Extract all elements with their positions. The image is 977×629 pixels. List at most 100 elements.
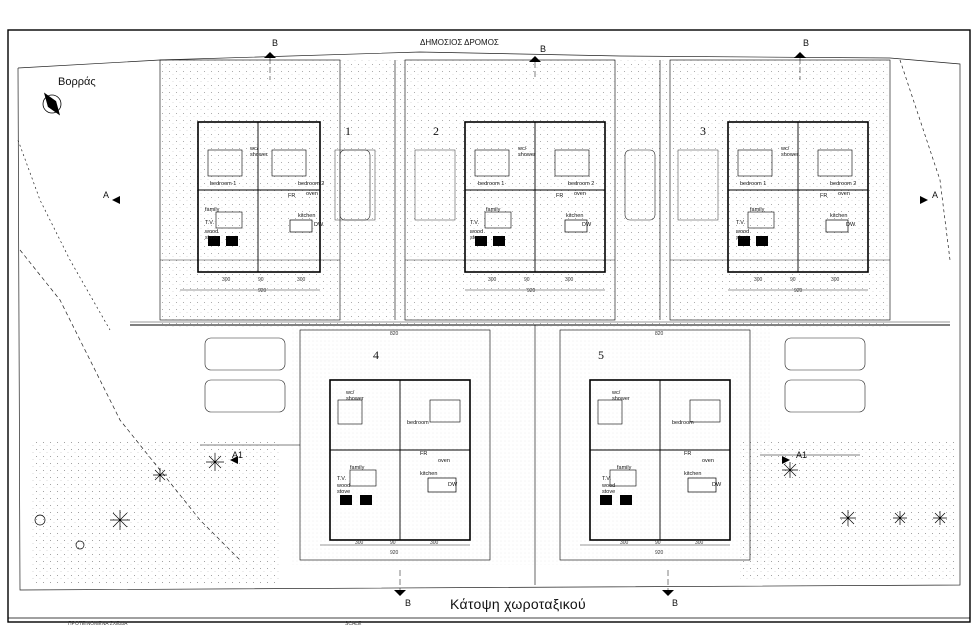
room-label: family bbox=[750, 207, 765, 213]
room-label: wood stove bbox=[736, 229, 750, 241]
drawing-title: Κάτοψη χωροταξικού bbox=[450, 596, 586, 612]
car bbox=[204, 337, 286, 371]
room-label: family bbox=[205, 207, 220, 213]
section-label-a: A bbox=[103, 190, 110, 200]
car bbox=[784, 379, 866, 413]
section-markers bbox=[112, 52, 928, 596]
room-label: DW bbox=[712, 482, 722, 488]
room-label: wc/ shower bbox=[250, 146, 268, 158]
dimension-label: 920 bbox=[794, 288, 803, 294]
room-label: FR bbox=[556, 193, 564, 199]
dimension-label: 300 bbox=[488, 277, 497, 283]
room-label: wc/ shower bbox=[781, 146, 799, 158]
room-label: oven bbox=[702, 458, 714, 464]
dimension-label: 300 bbox=[297, 277, 306, 283]
section-label-b: B bbox=[405, 598, 412, 608]
room-label: FR bbox=[684, 451, 692, 457]
unit-number: 2 bbox=[433, 124, 439, 138]
title-block-text: ΠΡΟΤΕΙΝΟΜΕΝΑ ΣΧΕΔΙΑ bbox=[68, 621, 128, 627]
dimension-label: 920 bbox=[527, 288, 536, 294]
unit-number: 3 bbox=[700, 124, 706, 138]
room-label: bedroom 2 bbox=[568, 181, 595, 187]
dimension-label: 90 bbox=[655, 540, 661, 546]
room-label: wood stove bbox=[470, 229, 484, 241]
car bbox=[784, 337, 866, 371]
unit-4-plan bbox=[299, 329, 491, 561]
room-label: bedroom bbox=[672, 420, 694, 426]
dimension-label: 90 bbox=[390, 540, 396, 546]
room-label: FR bbox=[288, 193, 296, 199]
dimension-label: 300 bbox=[222, 277, 231, 283]
room-label: kitchen bbox=[566, 213, 584, 219]
room-label: T.V. bbox=[205, 220, 214, 226]
unit-number: 1 bbox=[345, 124, 351, 138]
room-label: family bbox=[486, 207, 501, 213]
unit-3-plan bbox=[669, 59, 891, 321]
room-label: oven bbox=[438, 458, 450, 464]
room-label: wood stove bbox=[205, 229, 219, 241]
room-label: DW bbox=[582, 222, 592, 228]
dimension-label: 920 bbox=[258, 288, 267, 294]
room-label: bedroom 2 bbox=[298, 181, 325, 187]
room-label: oven bbox=[838, 191, 850, 197]
room-label: FR bbox=[420, 451, 428, 457]
room-label: family bbox=[617, 465, 632, 471]
dimension-label: 300 bbox=[754, 277, 763, 283]
section-label-b: B bbox=[803, 38, 810, 48]
north-label: Βορράς bbox=[58, 76, 96, 88]
dimension-label: 90 bbox=[258, 277, 264, 283]
room-label: kitchen bbox=[684, 471, 702, 477]
room-label: bedroom 1 bbox=[210, 181, 237, 187]
page-border bbox=[7, 29, 971, 623]
unit-number: 4 bbox=[373, 348, 379, 362]
unit-2-plan bbox=[404, 59, 616, 321]
section-label-a1: A1 bbox=[232, 450, 244, 460]
car bbox=[624, 149, 656, 221]
section-label-b: B bbox=[672, 598, 679, 608]
section-lines bbox=[269, 58, 801, 590]
trees bbox=[34, 453, 947, 550]
room-label: DW bbox=[846, 222, 856, 228]
room-label: oven bbox=[574, 191, 586, 197]
site-lines bbox=[130, 60, 950, 585]
dimension-label: 920 bbox=[655, 550, 664, 556]
room-label: DW bbox=[448, 482, 458, 488]
dimension-label: 300 bbox=[355, 540, 364, 546]
dimension-label: 90 bbox=[524, 277, 530, 283]
room-label: wc/ shower bbox=[346, 390, 364, 402]
room-label: oven bbox=[306, 191, 318, 197]
section-label-b: B bbox=[272, 38, 279, 48]
room-label: T.V. bbox=[337, 476, 346, 482]
room-label: wc/ shower bbox=[518, 146, 536, 158]
room-label: wc/ shower bbox=[612, 390, 630, 402]
car bbox=[204, 379, 286, 413]
dimension-label: 90 bbox=[790, 277, 796, 283]
room-label: FR bbox=[820, 193, 828, 199]
parking-cars bbox=[204, 149, 866, 413]
room-label: DW bbox=[314, 222, 324, 228]
road-label: ΔΗΜΟΣΙΟΣ ΔΡΟΜΟΣ bbox=[420, 38, 499, 47]
unit-5-plan bbox=[559, 329, 751, 561]
room-label: kitchen bbox=[420, 471, 438, 477]
car bbox=[339, 149, 371, 221]
dimension-label: 920 bbox=[390, 550, 399, 556]
title-block-scale: SCALE bbox=[345, 621, 362, 627]
room-label: bedroom 1 bbox=[740, 181, 767, 187]
dimension-label: 820 bbox=[390, 331, 399, 337]
section-label-a: A bbox=[932, 190, 939, 200]
section-label-b: B bbox=[540, 44, 547, 54]
dimension-label: 820 bbox=[655, 331, 664, 337]
dimension-label: 300 bbox=[430, 540, 439, 546]
section-label-a1: A1 bbox=[796, 450, 808, 460]
dimension-label: 300 bbox=[831, 277, 840, 283]
room-label: kitchen bbox=[830, 213, 848, 219]
room-label: bedroom bbox=[407, 420, 429, 426]
dimension-label: 300 bbox=[565, 277, 574, 283]
room-label: T.V. bbox=[736, 220, 745, 226]
room-label: T.V. bbox=[470, 220, 479, 226]
landscape-zones bbox=[30, 58, 955, 585]
room-label: T.V. bbox=[602, 476, 611, 482]
room-label: family bbox=[350, 465, 365, 471]
room-label: wood stove bbox=[602, 483, 616, 495]
